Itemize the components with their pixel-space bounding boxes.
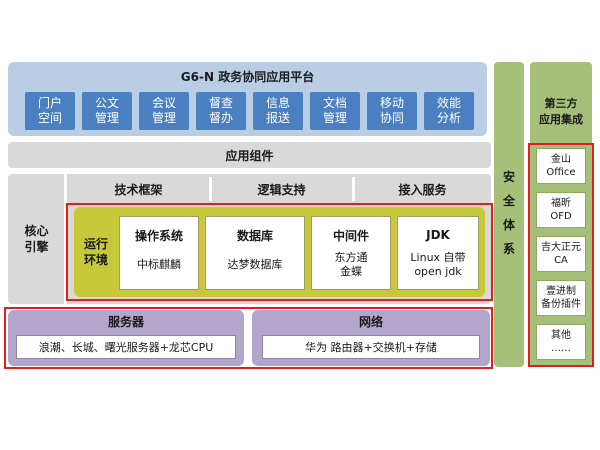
header-tech-framework: 技术框架 — [70, 177, 207, 201]
divider — [209, 177, 212, 201]
runtime-env-label: 运行 环境 — [83, 237, 108, 267]
third-party-highlight-frame — [528, 143, 594, 367]
security-char: 安 — [502, 170, 515, 184]
module-efficiency[interactable]: 效能 分析 — [424, 92, 474, 130]
third-party-title: 第三方 应用集成 — [539, 97, 583, 126]
server-content: 浪潮、长城、曙光服务器+龙芯CPU — [16, 335, 236, 359]
runtime-middleware-box[interactable]: 中间件 东方通 金蝶 — [311, 216, 391, 290]
runtime-os-value: 中标麒麟 — [137, 258, 181, 271]
third-party-other[interactable]: 其他 …… — [536, 324, 586, 360]
module-documents[interactable]: 公文 管理 — [82, 92, 132, 130]
runtime-jdk-title: JDK — [426, 228, 450, 242]
header-access-service: 接入服务 — [398, 182, 447, 197]
third-party-foxit-ofd[interactable]: 福昕 OFD — [536, 192, 586, 228]
divider — [352, 177, 355, 201]
module-supervision[interactable]: 督查 督办 — [196, 92, 246, 130]
network-title: 网络 — [358, 314, 383, 329]
infrastructure-highlight-frame — [4, 307, 493, 369]
runtime-jdk-box[interactable]: JDK Linux 自带 open jdk — [397, 216, 479, 290]
third-party-ca[interactable]: 吉大正元 CA — [536, 236, 586, 272]
runtime-os-title: 操作系统 — [134, 228, 183, 243]
runtime-db-value: 达梦数据库 — [227, 258, 283, 271]
module-portal[interactable]: 门户 空间 — [25, 92, 75, 130]
third-party-wps-office[interactable]: 金山 Office — [536, 148, 586, 184]
core-engine-label: 核心 引擎 — [24, 224, 49, 254]
runtime-db-title: 数据库 — [236, 228, 273, 243]
security-column — [494, 62, 524, 367]
security-char: 系 — [502, 242, 515, 256]
runtime-middleware-title: 中间件 — [332, 228, 369, 243]
runtime-os-box[interactable]: 操作系统 中标麒麟 — [119, 216, 199, 290]
server-title: 服务器 — [107, 314, 144, 329]
platform-title: G6-N 政务协同应用平台 — [180, 69, 315, 84]
app-components-bar: 应用组件 — [8, 142, 491, 168]
third-party-backup[interactable]: 壹进制 备份插件 — [536, 280, 586, 316]
runtime-middleware-value: 东方通 金蝶 — [334, 251, 368, 278]
module-meetings[interactable]: 会议 管理 — [139, 92, 189, 130]
security-char: 全 — [502, 194, 515, 208]
module-file-mgmt[interactable]: 文档 管理 — [310, 92, 360, 130]
module-mobile[interactable]: 移动 协同 — [367, 92, 417, 130]
divider — [64, 174, 67, 304]
module-info-report[interactable]: 信息 报送 — [253, 92, 303, 130]
security-label: 安 全 体 系 — [494, 165, 524, 261]
runtime-highlight-frame — [66, 203, 493, 301]
security-char: 体 — [502, 218, 515, 232]
runtime-db-box[interactable]: 数据库 达梦数据库 — [205, 216, 305, 290]
runtime-jdk-value: Linux 自带 open jdk — [410, 251, 466, 278]
network-content: 华为 路由器+交换机+存储 — [262, 335, 480, 359]
header-logic-support: 逻辑支持 — [257, 182, 306, 197]
